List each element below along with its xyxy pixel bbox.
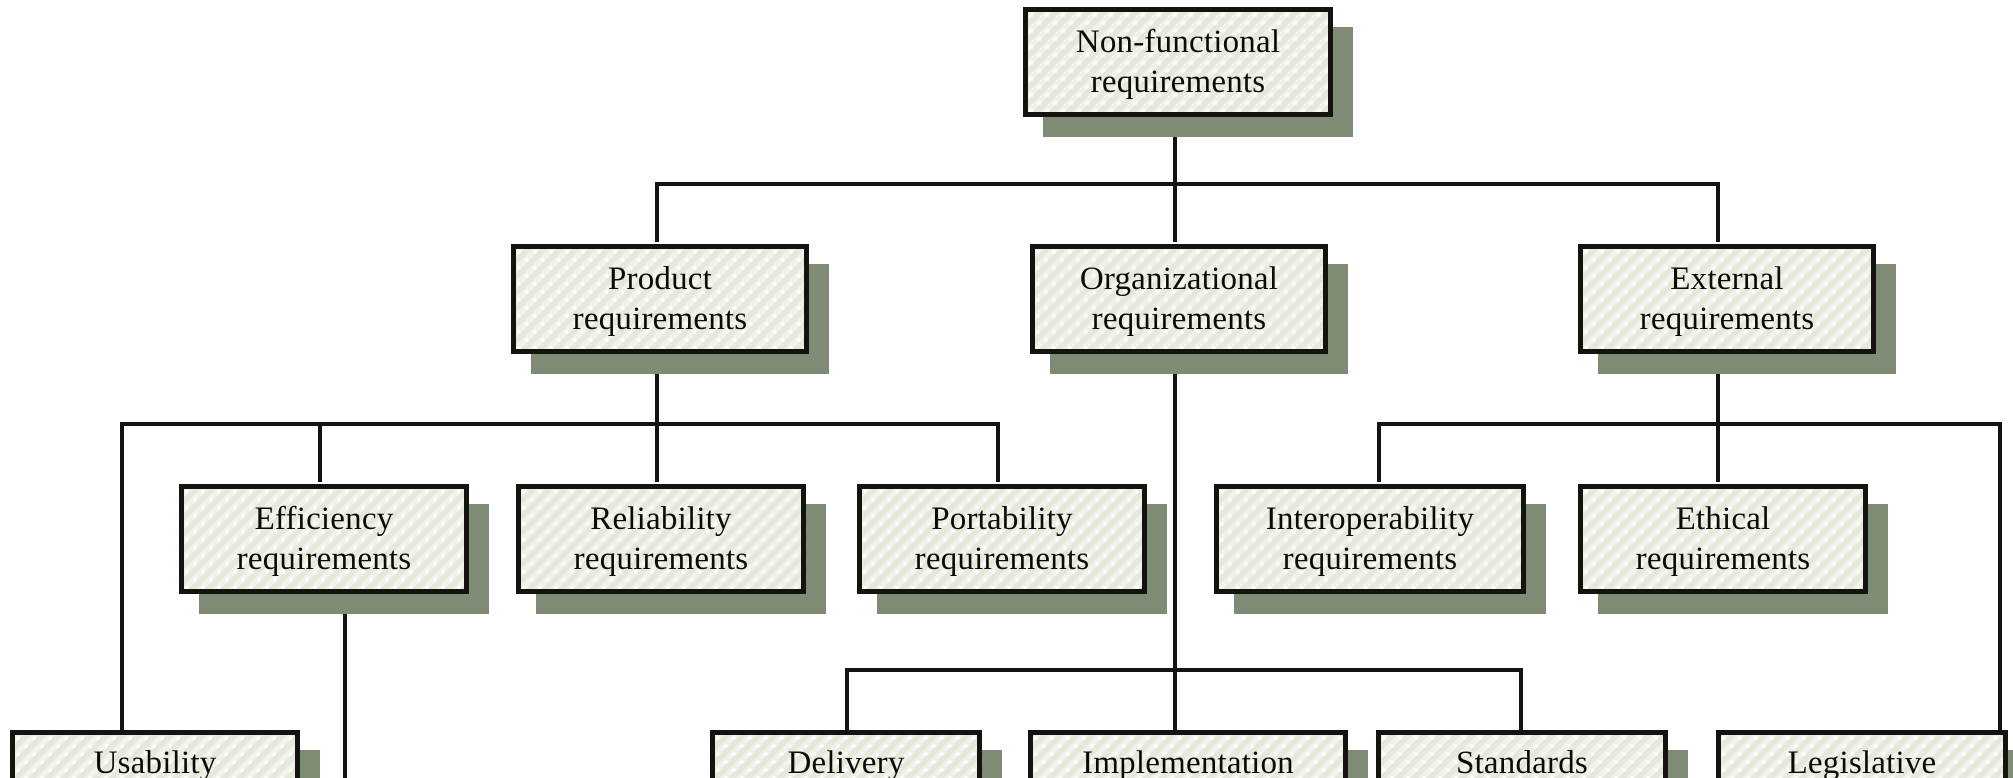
connector-to-delivery (845, 668, 849, 732)
connector-to-external (1716, 182, 1720, 242)
connector-to-interoperability (1377, 422, 1381, 482)
node-label-line1: Delivery (787, 745, 905, 778)
connector-level1-bus (655, 182, 1720, 186)
connector-external-bus (1377, 422, 2002, 426)
node-label-line1: Legislative (1787, 745, 1937, 778)
node-label-line2: requirements (573, 541, 749, 577)
connector-root-stem (1173, 100, 1177, 185)
node-label-line1: Portability (931, 500, 1073, 537)
node-label-line2: requirements (236, 541, 412, 577)
connector-to-legislative (1998, 422, 2002, 732)
node-label-line1: Efficiency (254, 500, 394, 537)
node-label-line2: requirements (1639, 301, 1815, 337)
connector-to-standards (1519, 668, 1523, 732)
node-label-line1: External (1670, 260, 1784, 297)
node-label-line2: requirements (914, 541, 1090, 577)
node-label-line1: Usability (93, 745, 217, 778)
connector-organizational-bus (845, 668, 1523, 672)
node-legislative[interactable]: Legislative (1716, 730, 2008, 778)
connector-to-portability (996, 422, 1000, 482)
connector-organizational-stem (1173, 288, 1177, 670)
node-label-line1: Standards (1456, 745, 1588, 778)
node-label-line1: Interoperability (1265, 500, 1475, 537)
connector-to-reliability (655, 422, 659, 482)
connector-to-efficiency (318, 422, 322, 482)
connector-to-organizational (1173, 182, 1177, 242)
node-delivery[interactable]: Delivery (710, 730, 982, 778)
node-label-line1: Implementation (1082, 745, 1294, 778)
connector-product-bus (120, 422, 1000, 426)
node-ethical-requirements[interactable]: Ethical requirements (1578, 484, 1868, 594)
node-label-line1: Reliability (590, 500, 732, 537)
node-implementation[interactable]: Implementation (1028, 730, 1348, 778)
node-interoperability-requirements[interactable]: Interoperability requirements (1214, 484, 1526, 594)
node-non-functional-requirements[interactable]: Non-functional requirements (1023, 7, 1333, 117)
node-label-line2: requirements (1635, 541, 1811, 577)
node-reliability-requirements[interactable]: Reliability requirements (516, 484, 806, 594)
node-label-line2: requirements (1091, 301, 1267, 337)
node-label-line2: requirements (1282, 541, 1458, 577)
node-portability-requirements[interactable]: Portability requirements (857, 484, 1147, 594)
connector-to-implementation (1173, 668, 1177, 732)
node-label-line2: requirements (572, 301, 748, 337)
node-label-line1: Organizational (1079, 260, 1279, 297)
connector-to-usability (120, 422, 124, 732)
connector-to-ethical (1716, 422, 1720, 482)
node-label-line1: Ethical (1675, 500, 1771, 537)
node-product-requirements[interactable]: Product requirements (511, 244, 809, 354)
node-efficiency-requirements[interactable]: Efficiency requirements (179, 484, 469, 594)
node-label-line1: Non-functional (1075, 23, 1281, 60)
connector-efficiency-stem (343, 572, 347, 778)
node-organizational-requirements[interactable]: Organizational requirements (1030, 244, 1328, 354)
node-label-line2: requirements (1090, 64, 1266, 100)
node-external-requirements[interactable]: External requirements (1578, 244, 1876, 354)
node-label-line1: Product (607, 260, 713, 297)
node-standards[interactable]: Standards (1376, 730, 1668, 778)
node-usability[interactable]: Usability (10, 730, 300, 778)
connector-to-product (655, 182, 659, 242)
